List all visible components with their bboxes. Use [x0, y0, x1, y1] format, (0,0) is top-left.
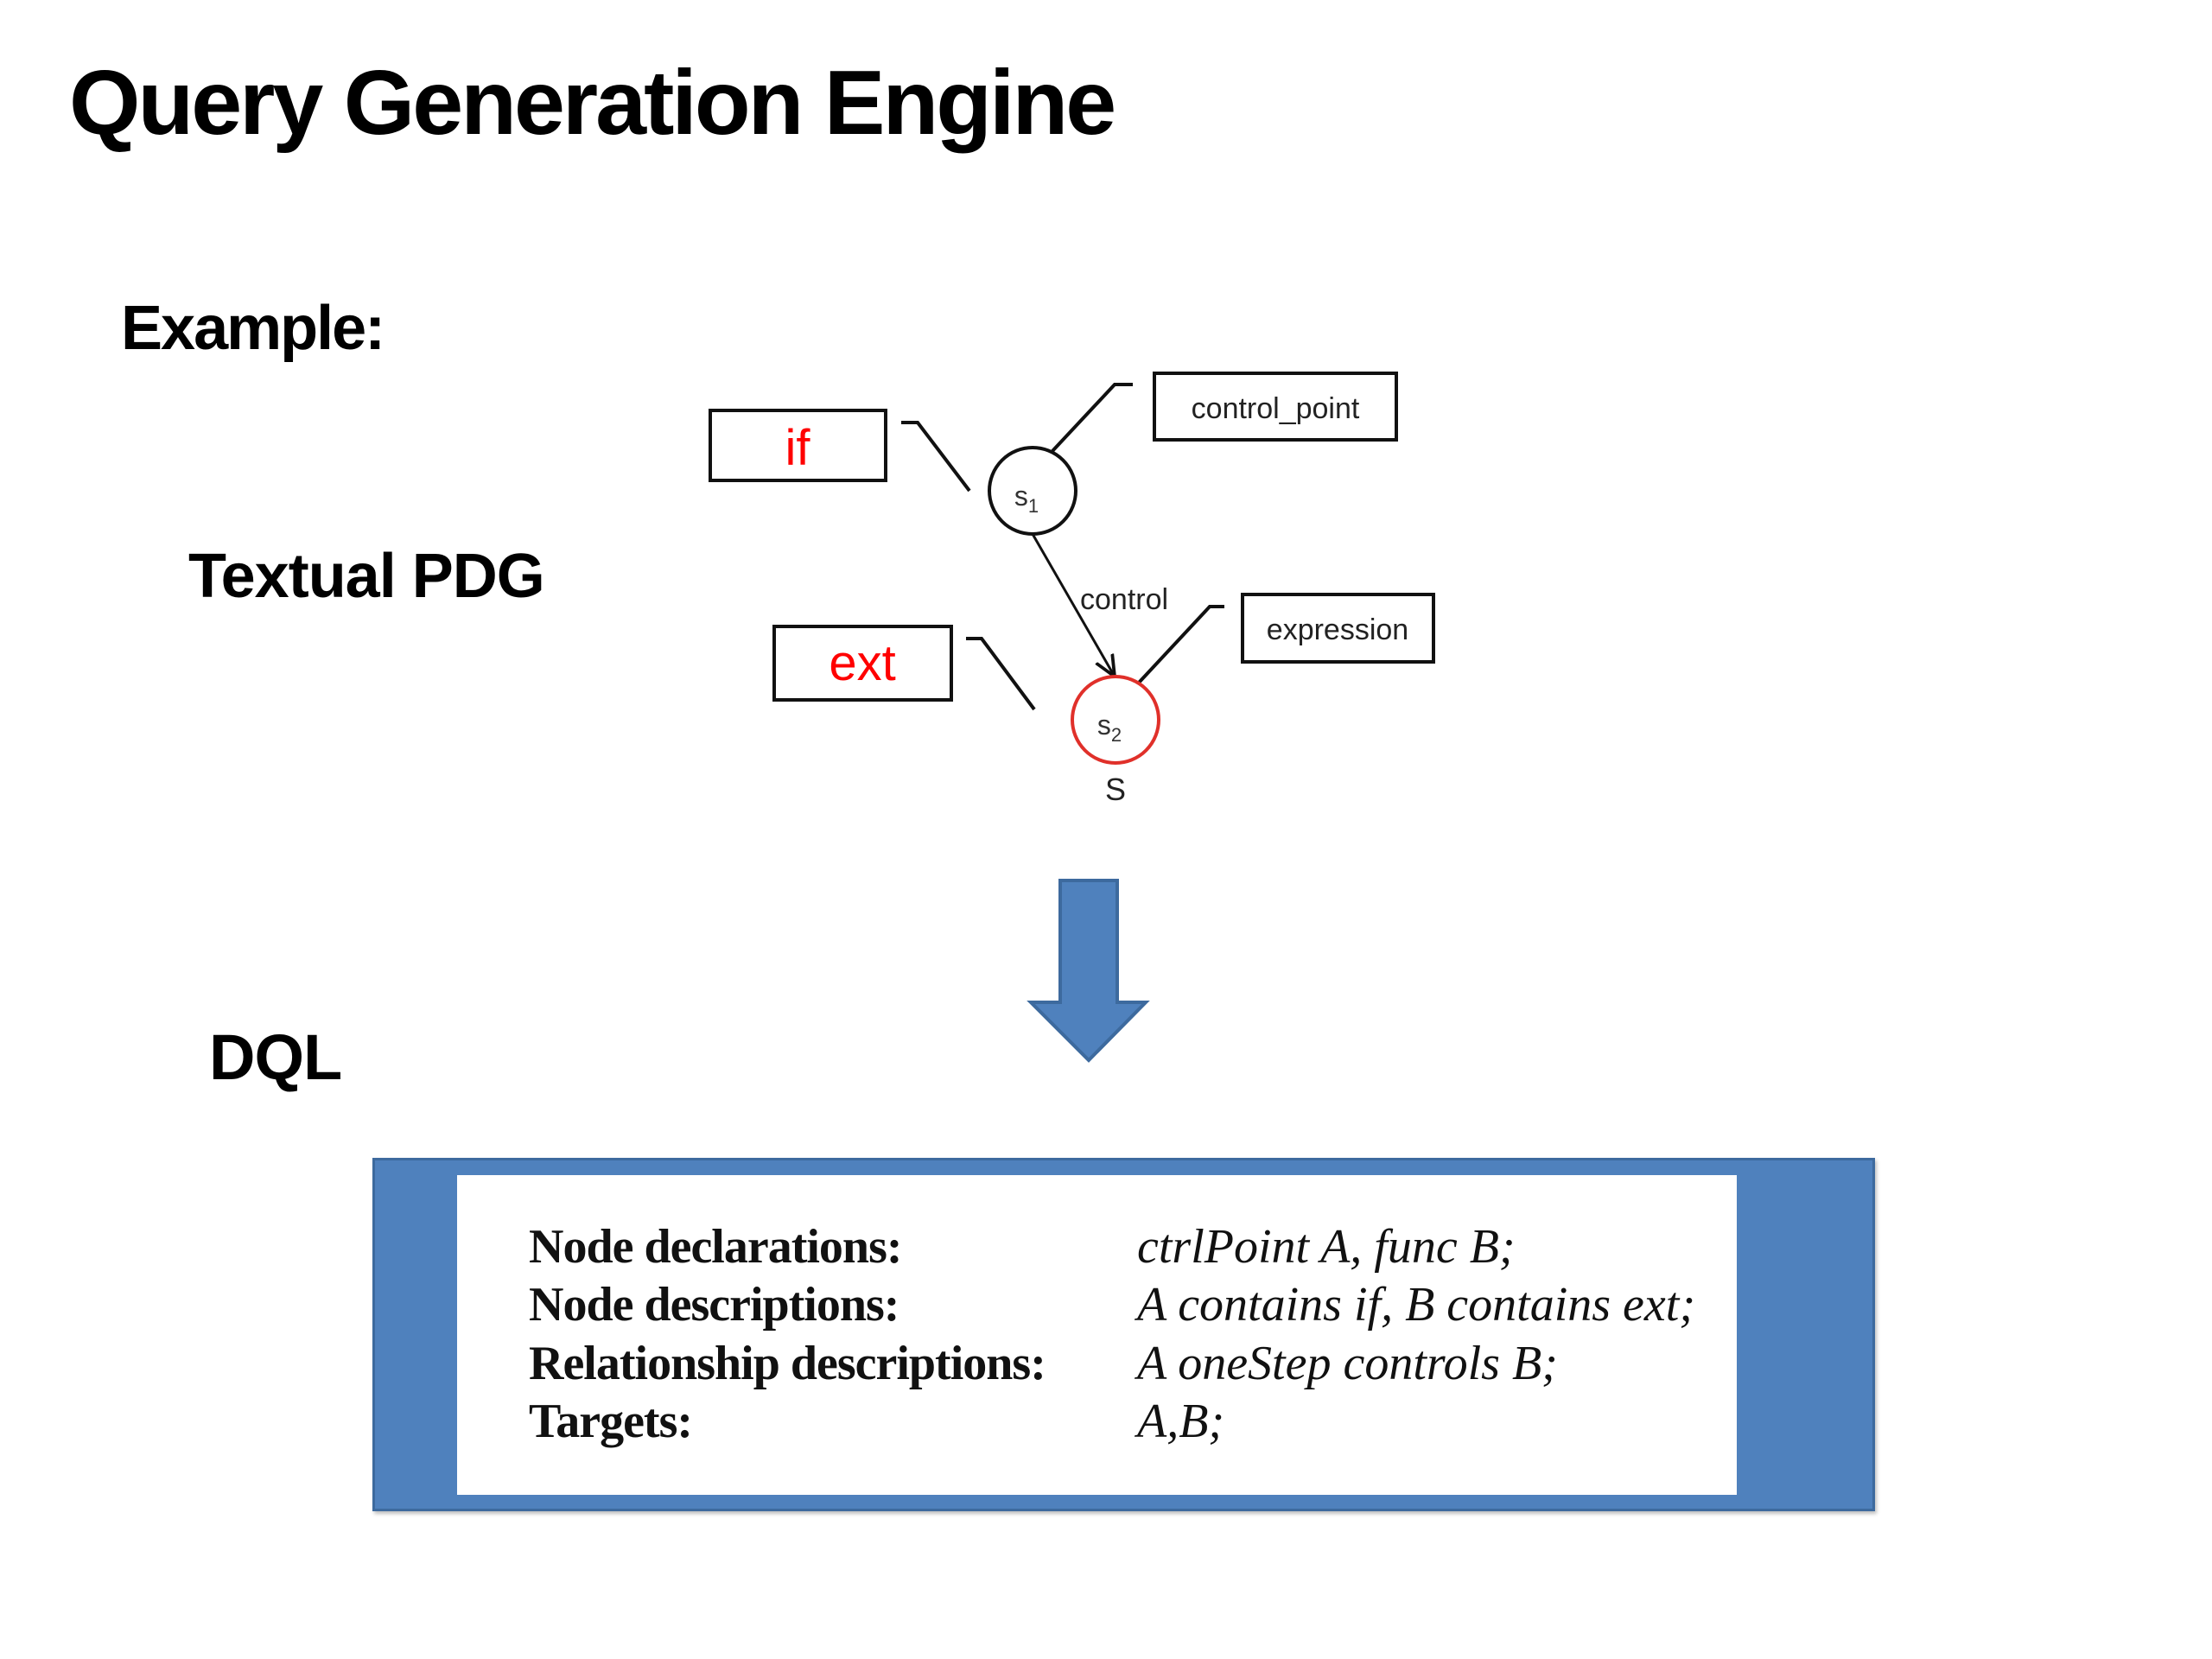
dql-row-node-declarations: Node declarations: ctrlPoint A, func B; — [457, 1218, 1737, 1276]
example-heading: Example: — [121, 294, 385, 363]
callout-leader-control-point — [1051, 383, 1133, 453]
callout-leader-if — [901, 421, 971, 493]
callout-leader-expression — [1137, 605, 1224, 684]
textual-pdg-diagram: if control_point s1 control ext expressi… — [709, 372, 1435, 1063]
edge-label-control: control — [1080, 583, 1168, 616]
callout-box-expression — [1241, 593, 1435, 664]
dql-row-value: A contains if, B contains ext; — [1137, 1278, 1695, 1332]
dql-row-value: A,B; — [1137, 1395, 1225, 1448]
dql-row-targets: Targets: A,B; — [457, 1393, 1737, 1451]
callout-leader-ext — [966, 637, 1036, 711]
down-arrow-icon — [1027, 879, 1150, 1063]
dql-row-value: A oneStep controls B; — [1137, 1337, 1558, 1390]
callout-if: if — [709, 409, 971, 493]
dql-row-node-descriptions: Node descriptions: A contains if, B cont… — [457, 1276, 1737, 1334]
dql-label: DQL — [209, 1021, 342, 1093]
dql-row-value: ctrlPoint A, func B; — [1137, 1220, 1516, 1274]
callout-text-expression: expression — [1267, 613, 1408, 646]
callout-box-ext — [772, 625, 953, 702]
dql-row-label: Node descriptions: — [529, 1278, 899, 1332]
dql-row-label: Targets: — [529, 1395, 693, 1448]
dql-query-card: Node declarations: ctrlPoint A, func B; … — [457, 1175, 1737, 1495]
dql-row-relationship-descriptions: Relationship descriptions: A oneStep con… — [457, 1335, 1737, 1393]
node-label-s1: s1 — [1014, 480, 1039, 517]
node-s1: s1 — [988, 446, 1077, 536]
callout-text-control-point: control_point — [1192, 392, 1360, 425]
dql-panel: Node declarations: ctrlPoint A, func B; … — [372, 1158, 1875, 1511]
node-circle-s1 — [988, 446, 1077, 536]
node-label-s2: s2 — [1097, 709, 1122, 746]
callout-text-ext: ext — [829, 635, 895, 691]
node-caption-s2: S — [1105, 772, 1126, 807]
callout-box-control-point — [1153, 372, 1398, 442]
edge-control: control — [1031, 533, 1168, 677]
node-s2: s2 S — [1071, 675, 1160, 807]
textual-pdg-label: Textual PDG — [188, 542, 545, 611]
dql-row-label: Relationship descriptions: — [529, 1337, 1046, 1390]
callout-text-if: if — [785, 420, 811, 476]
callout-ext: ext — [772, 625, 1036, 711]
callout-control-point: control_point — [1051, 372, 1398, 453]
slide-title: Query Generation Engine — [69, 52, 1116, 154]
dql-row-label: Node declarations: — [529, 1220, 903, 1274]
callout-expression: expression — [1137, 593, 1435, 684]
edge-line-control — [1031, 533, 1115, 677]
node-circle-s2 — [1071, 675, 1160, 765]
callout-box-if — [709, 409, 887, 482]
